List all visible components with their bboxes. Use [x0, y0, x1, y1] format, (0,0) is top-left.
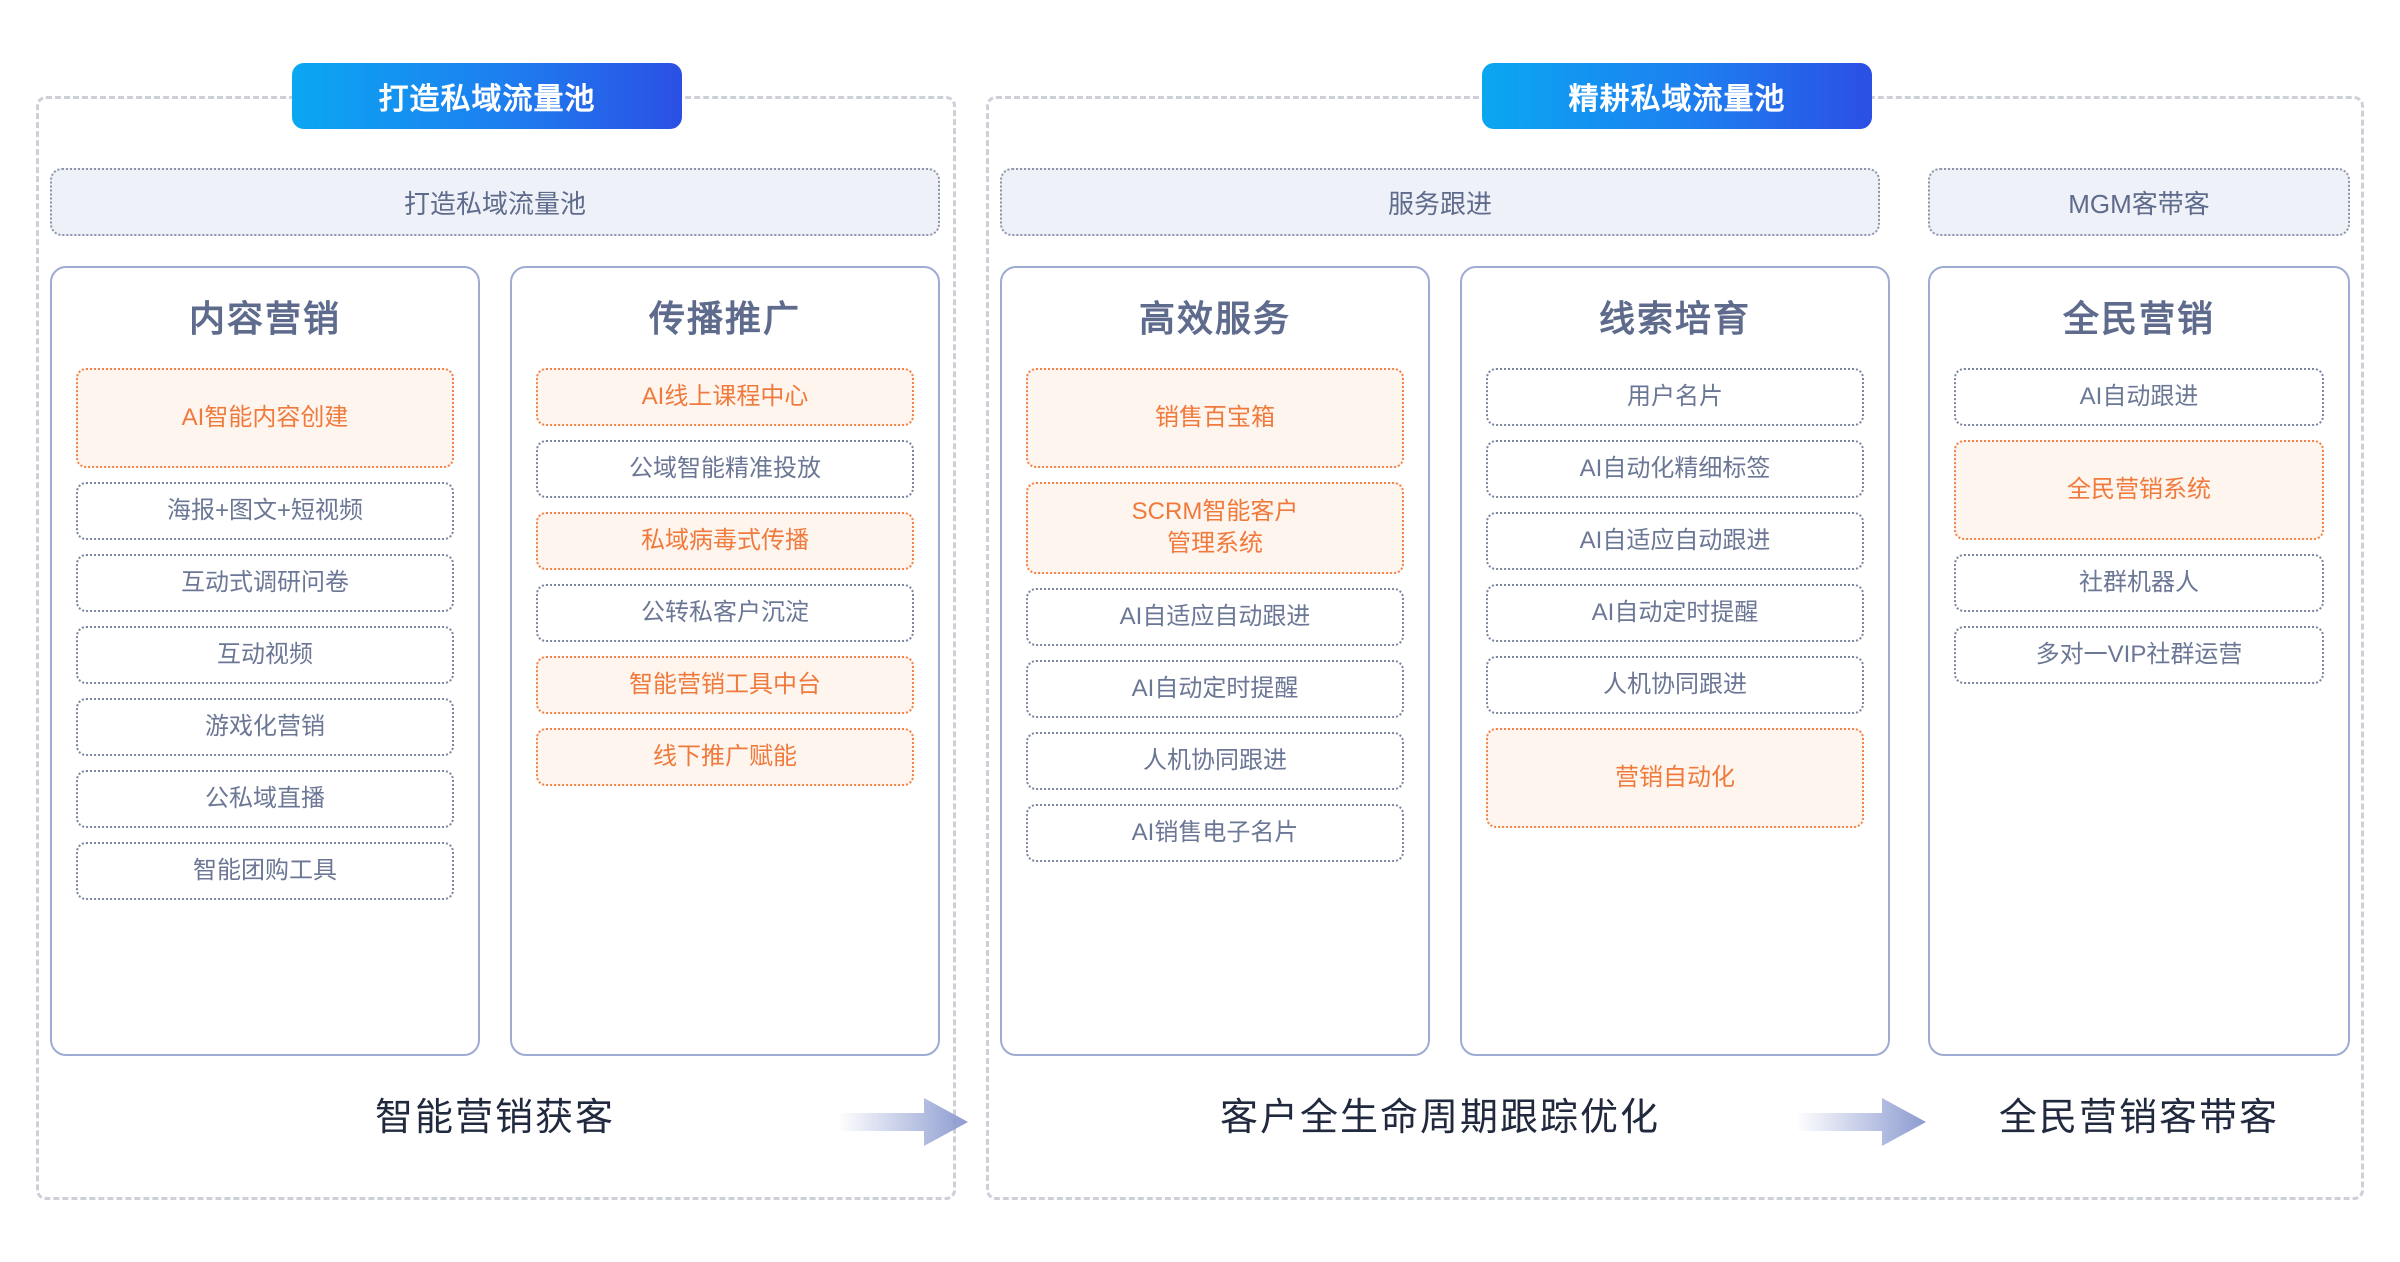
- group-header-mgm: MGM客带客: [1928, 168, 2350, 236]
- column-card-all-staff-marketing: 全民营销 AI自动跟进全民营销系统社群机器人多对一VIP社群运营: [1928, 266, 2350, 1056]
- feature-item-label: AI自动化精细标签: [1579, 454, 1771, 482]
- feature-item-label: 多对一VIP社群运营: [2035, 640, 2243, 668]
- feature-item-label: AI智能内容创建: [181, 403, 349, 431]
- feature-item[interactable]: 互动式调研问卷: [76, 554, 454, 612]
- feature-item-label: 互动视频: [217, 640, 313, 668]
- feature-item[interactable]: 互动视频: [76, 626, 454, 684]
- feature-item-label: 营销自动化: [1615, 763, 1735, 791]
- feature-item[interactable]: 销售百宝箱: [1026, 368, 1404, 468]
- feature-item[interactable]: 营销自动化: [1486, 728, 1864, 828]
- feature-item[interactable]: 智能营销工具中台: [536, 656, 914, 714]
- column-title: 传播推广: [648, 298, 801, 339]
- caption-customer-lifecycle-tracking: 客户全生命周期跟踪优化: [1219, 1097, 1660, 1139]
- feature-item[interactable]: 用户名片: [1486, 368, 1864, 426]
- feature-item[interactable]: 人机协同跟进: [1026, 732, 1404, 790]
- feature-item[interactable]: 游戏化营销: [76, 698, 454, 756]
- feature-item[interactable]: AI智能内容创建: [76, 368, 454, 468]
- feature-item[interactable]: AI自适应自动跟进: [1486, 512, 1864, 570]
- feature-item-label: 销售百宝箱: [1155, 403, 1275, 431]
- feature-item-label: 私域病毒式传播: [641, 526, 809, 554]
- feature-item-label: 公转私客户沉淀: [641, 598, 809, 626]
- feature-item[interactable]: 全民营销系统: [1954, 440, 2324, 540]
- caption-smart-marketing-acquisition: 智能营销获客: [374, 1097, 615, 1139]
- column-title: 线索培育: [1598, 298, 1751, 339]
- column-item-list: AI线上课程中心公域智能精准投放私域病毒式传播公转私客户沉淀智能营销工具中台线下…: [512, 368, 938, 786]
- feature-item-label: AI自动定时提醒: [1131, 674, 1299, 702]
- feature-item-label: 游戏化营销: [205, 712, 325, 740]
- feature-item[interactable]: 海报+图文+短视频: [76, 482, 454, 540]
- column-card-lead-nurturing: 线索培育 用户名片 AI自动化精细标签 AI自适应自动跟进 AI自动定时提醒人机协同跟…: [1460, 266, 1890, 1056]
- feature-item-label: 智能营销工具中台: [629, 670, 821, 698]
- arrow-right-icon: [1796, 1096, 1926, 1148]
- feature-item-label: 智能团购工具: [193, 856, 337, 884]
- feature-item[interactable]: 社群机器人: [1954, 554, 2324, 612]
- column-item-list: 销售百宝箱 SCRM智能客户 管理系统 AI自适应自动跟进 AI自动定时提醒人机协同跟…: [1002, 368, 1428, 862]
- feature-item[interactable]: AI自动跟进: [1954, 368, 2324, 426]
- badge-cultivate-private-traffic-pool: 精耕私域流量池: [1482, 63, 1872, 129]
- column-item-list: AI智能内容创建海报+图文+短视频互动式调研问卷互动视频游戏化营销公私域直播智能…: [52, 368, 478, 900]
- feature-item-label: 公私域直播: [205, 784, 325, 812]
- feature-item-label: AI自动定时提醒: [1591, 598, 1759, 626]
- feature-item[interactable]: 人机协同跟进: [1486, 656, 1864, 714]
- group-header-service: 服务跟进: [1000, 168, 1880, 236]
- feature-item-label: AI自适应自动跟进: [1119, 602, 1311, 630]
- feature-item-label: 人机协同跟进: [1603, 670, 1747, 698]
- feature-item-label: 全民营销系统: [2067, 475, 2211, 503]
- feature-item[interactable]: SCRM智能客户 管理系统: [1026, 482, 1404, 574]
- feature-item-label: AI销售电子名片: [1131, 818, 1299, 846]
- feature-item[interactable]: 私域病毒式传播: [536, 512, 914, 570]
- column-card-efficient-service: 高效服务 销售百宝箱 SCRM智能客户 管理系统 AI自适应自动跟进 AI自动定时提醒…: [1000, 266, 1430, 1056]
- feature-item-label: AI自动跟进: [2079, 382, 2199, 410]
- feature-item[interactable]: 多对一VIP社群运营: [1954, 626, 2324, 684]
- column-title: 高效服务: [1138, 298, 1291, 339]
- feature-item-label: AI线上课程中心: [641, 382, 809, 410]
- column-item-list: 用户名片 AI自动化精细标签 AI自适应自动跟进 AI自动定时提醒人机协同跟进营销自动…: [1462, 368, 1888, 828]
- feature-item[interactable]: 智能团购工具: [76, 842, 454, 900]
- feature-item[interactable]: 公转私客户沉淀: [536, 584, 914, 642]
- feature-item[interactable]: 公私域直播: [76, 770, 454, 828]
- badge-build-private-traffic-pool: 打造私域流量池: [292, 63, 682, 129]
- caption-all-staff-referral: 全民营销客带客: [1998, 1097, 2279, 1139]
- feature-item[interactable]: AI自动化精细标签: [1486, 440, 1864, 498]
- feature-item-label: 公域智能精准投放: [629, 454, 821, 482]
- feature-item-label: SCRM智能客户 管理系统: [1131, 497, 1299, 557]
- feature-item-label: 海报+图文+短视频: [166, 496, 364, 524]
- feature-item[interactable]: 线下推广赋能: [536, 728, 914, 786]
- column-title: 内容营销: [188, 298, 341, 339]
- column-card-communication-promotion: 传播推广 AI线上课程中心公域智能精准投放私域病毒式传播公转私客户沉淀智能营销工…: [510, 266, 940, 1056]
- feature-item-label: 线下推广赋能: [653, 742, 797, 770]
- column-item-list: AI自动跟进全民营销系统社群机器人多对一VIP社群运营: [1930, 368, 2348, 684]
- column-title: 全民营销: [2062, 298, 2215, 339]
- group-header-pool: 打造私域流量池: [50, 168, 940, 236]
- feature-item-label: 人机协同跟进: [1143, 746, 1287, 774]
- feature-item[interactable]: 公域智能精准投放: [536, 440, 914, 498]
- feature-item[interactable]: AI线上课程中心: [536, 368, 914, 426]
- feature-item-label: 社群机器人: [2079, 568, 2199, 596]
- feature-item[interactable]: AI自动定时提醒: [1026, 660, 1404, 718]
- feature-item[interactable]: AI自动定时提醒: [1486, 584, 1864, 642]
- feature-item[interactable]: AI销售电子名片: [1026, 804, 1404, 862]
- column-card-content-marketing: 内容营销 AI智能内容创建海报+图文+短视频互动式调研问卷互动视频游戏化营销公私…: [50, 266, 480, 1056]
- feature-item-label: 互动式调研问卷: [181, 568, 349, 596]
- arrow-right-icon: [838, 1096, 968, 1148]
- feature-item[interactable]: AI自适应自动跟进: [1026, 588, 1404, 646]
- feature-item-label: 用户名片: [1627, 382, 1723, 410]
- feature-item-label: AI自适应自动跟进: [1579, 526, 1771, 554]
